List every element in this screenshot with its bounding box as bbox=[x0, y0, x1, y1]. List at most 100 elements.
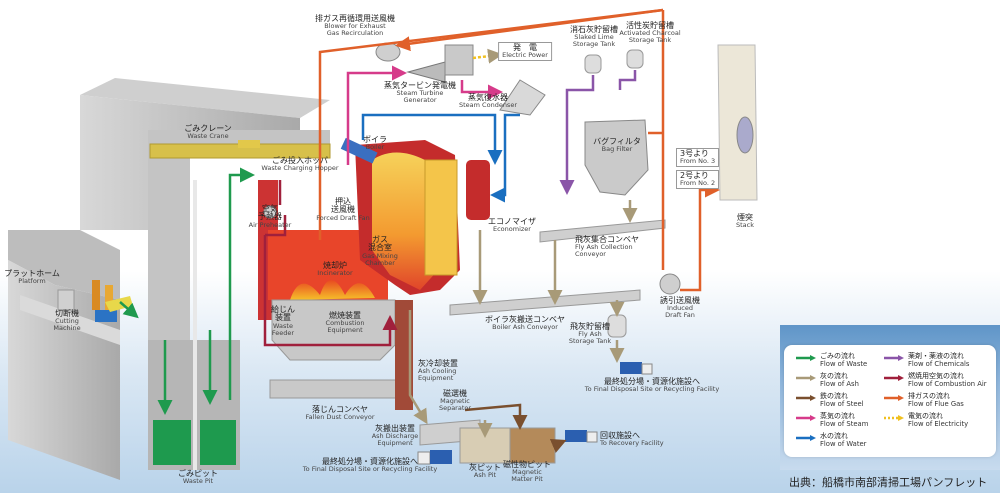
legend-label-jp: 燃焼用空気の流れ bbox=[908, 372, 964, 380]
label-en: Platform bbox=[18, 277, 46, 286]
legend-arrow-icon bbox=[884, 395, 904, 401]
legend-label-en: Flow of Chemicals bbox=[908, 359, 970, 368]
legend-arrow-icon bbox=[796, 375, 816, 381]
label-jp: 押込 bbox=[334, 197, 351, 206]
label-jp: 消石灰貯留槽 bbox=[570, 25, 618, 34]
label-en: Storage Tank bbox=[568, 337, 612, 346]
legend-label-jp: 灰の流れ bbox=[820, 372, 848, 380]
label-jp: ごみピット bbox=[178, 469, 218, 478]
label-en: Electric Power bbox=[502, 51, 548, 60]
label-en: To Final Disposal Site or Recycling Faci… bbox=[584, 385, 720, 394]
label-en: Fly Ash bbox=[578, 330, 602, 339]
label-en: Equipment bbox=[418, 374, 454, 383]
label-jp: 装置 bbox=[275, 313, 291, 323]
label-en: Ash Discharge bbox=[371, 432, 419, 441]
boiler-shape bbox=[340, 137, 460, 295]
label-en: Boiler Ash Conveyor bbox=[492, 323, 558, 332]
label-en: Combustion bbox=[325, 319, 365, 328]
legend-label-en: Flow of Combustion Air bbox=[908, 379, 987, 388]
label-en: From No. 2 bbox=[680, 179, 716, 188]
legend-label-en: Flow of Steam bbox=[820, 419, 869, 428]
label-en: Waste bbox=[273, 321, 293, 330]
legend-label-en: Flow of Water bbox=[820, 439, 867, 448]
label-en: Induced bbox=[667, 304, 693, 313]
legend-label-jp: 薬剤・薬液の流れ bbox=[908, 352, 964, 360]
economizer-shape bbox=[466, 160, 490, 220]
label-en: Gas Recirculation bbox=[326, 29, 384, 38]
label-jp: 誘引送風機 bbox=[660, 296, 700, 305]
label-jp: 給じん bbox=[271, 305, 295, 314]
label-jp: 予熱器 bbox=[258, 212, 282, 222]
legend-arrow-icon bbox=[796, 355, 816, 361]
label-jp: 磁選機 bbox=[443, 389, 467, 398]
label-jp: 空気 bbox=[262, 204, 278, 213]
label-en: Cutting bbox=[55, 317, 79, 326]
label-jp: 蒸気復水器 bbox=[468, 93, 508, 102]
legend-label-jp: 蒸気の流れ bbox=[820, 412, 855, 420]
legend-label-en: Flow of Steel bbox=[820, 399, 864, 408]
label-en: Generator bbox=[403, 96, 437, 105]
source-caption: 出典：船橋市南部清掃工場パンフレット bbox=[789, 476, 988, 489]
label-en: Equipment bbox=[377, 439, 413, 448]
label-jp: 磁性物ピット bbox=[503, 460, 551, 469]
label-en: Machine bbox=[53, 324, 81, 333]
label-en: From No. 3 bbox=[680, 157, 716, 166]
label-jp: 3号より bbox=[680, 149, 709, 158]
label-en: Magnetic bbox=[512, 468, 542, 477]
label-jp: エコノマイザ bbox=[488, 217, 536, 226]
label-en: Forced Draft Fan bbox=[316, 213, 370, 222]
label-jp: 焼却炉 bbox=[322, 261, 347, 270]
label-en: Feeder bbox=[271, 328, 295, 337]
label-jp: 排ガス再循環用送風機 bbox=[315, 14, 395, 23]
label-jp: 最終処分場・資源化施設へ bbox=[321, 457, 418, 466]
equipment bbox=[263, 42, 758, 465]
legend-label-en: Flow of Electricity bbox=[908, 419, 969, 428]
label-jp: バグフィルタ bbox=[593, 137, 641, 146]
label-en: Fly Ash Collection bbox=[575, 243, 633, 252]
legend-label-jp: 鉄の流れ bbox=[820, 392, 848, 400]
label-jp: 最終処分場・資源化施設へ bbox=[603, 377, 700, 386]
label-en: To Final Disposal Site or Recycling Faci… bbox=[302, 465, 438, 474]
legend-arrow-icon bbox=[796, 435, 816, 441]
label-en: Activated Charcoal bbox=[619, 29, 681, 38]
label-jp: ごみクレーン bbox=[184, 124, 232, 133]
label-en: Gas Mixing bbox=[362, 251, 398, 260]
label-en: Chamber bbox=[365, 258, 395, 267]
legend-arrow-icon bbox=[884, 415, 904, 421]
label-en: Incinerator bbox=[317, 269, 353, 278]
label-jp: 落じんコンベヤ bbox=[312, 405, 368, 414]
label-en: Steam Condenser bbox=[459, 101, 517, 110]
label-jp: 送風機 bbox=[330, 205, 355, 215]
legend-label-jp: ごみの流れ bbox=[820, 352, 855, 360]
legend-label-jp: 排ガスの流れ bbox=[908, 392, 950, 400]
label-en: Slaked Lime bbox=[574, 33, 614, 42]
label-en: To Recovery Facility bbox=[600, 439, 664, 448]
label-en: Economizer bbox=[493, 225, 531, 234]
legend-arrow-icon bbox=[884, 375, 904, 381]
label-en: Separator bbox=[438, 404, 472, 413]
